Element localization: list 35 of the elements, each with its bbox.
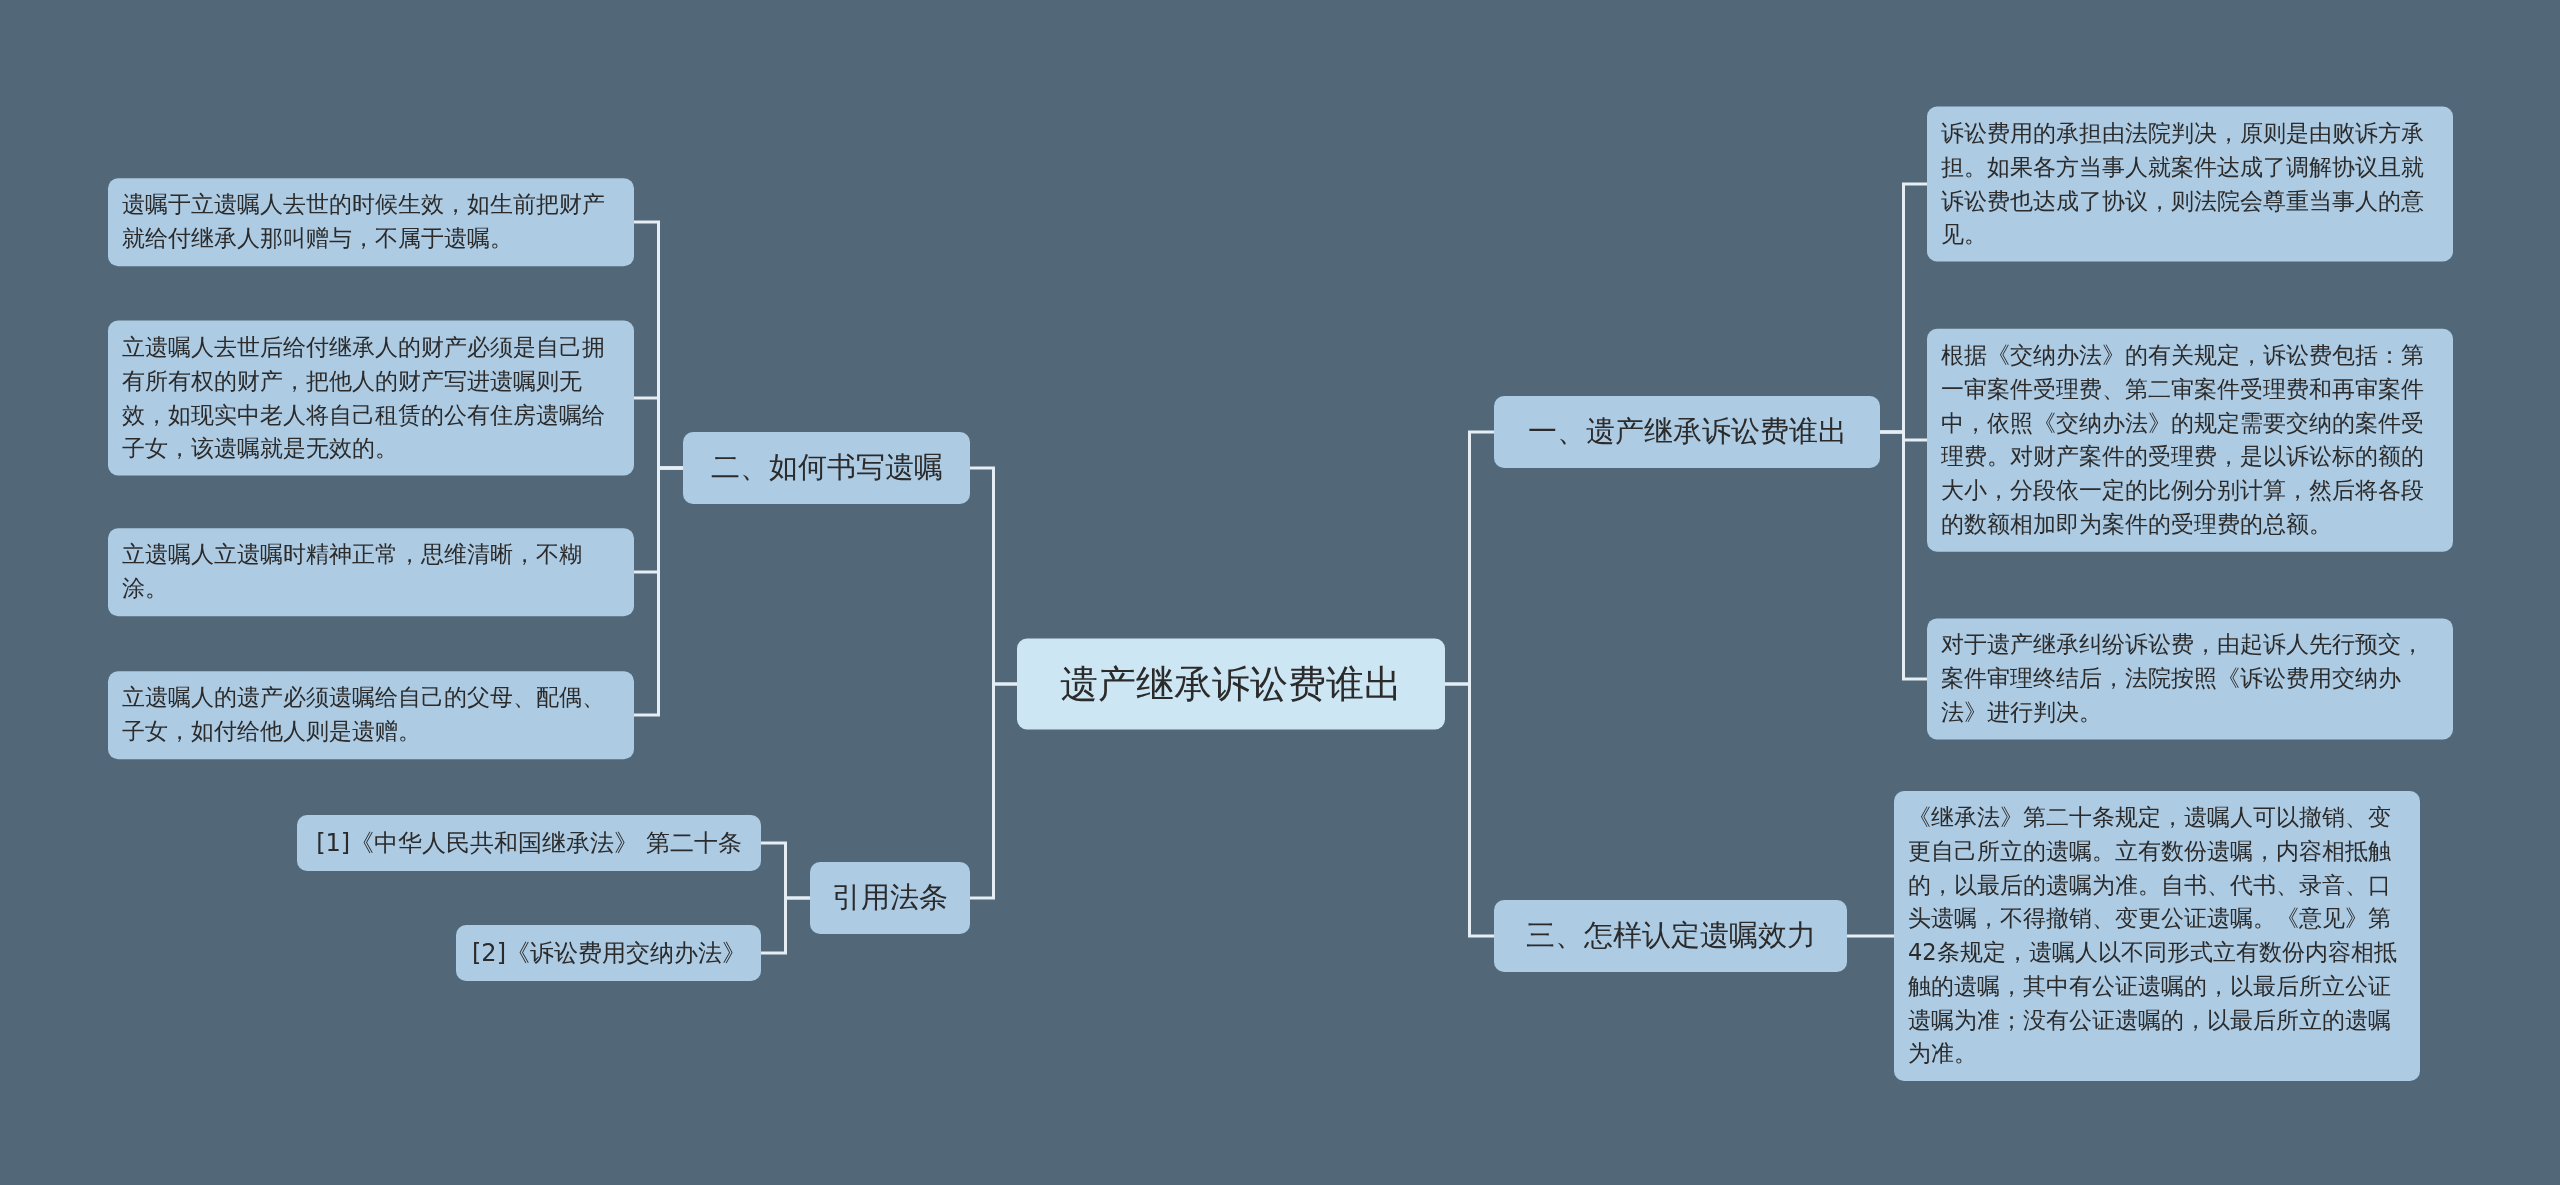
topic-text: 遗嘱于立遗嘱人去世的时候生效，如生前把财产就给付继承人那叫赠与，不属于遗嘱。 [122,190,606,253]
connector-line [1445,682,1494,938]
topic-text: 对于遗产继承纠纷诉讼费，由起诉人先行预交，案件审理终结后，法院按照《诉讼费用交纳办法》进行判决。 [1941,630,2425,727]
note-box [108,320,634,476]
topic-text: 立遗嘱人的遗产必须遗嘱给自己的父母、配偶、子女，如付给他人则是遗赠。 [122,683,606,746]
note-box [108,178,634,266]
topic-text: 一、遗产继承诉讼费谁出 [1526,413,1848,450]
topic-text: 立遗嘱人去世后给付继承人的财产必须是自己拥有所有权的财产，把他人的财产写进遗嘱则无效，如现实中老人将自己租赁的公有住房遗嘱给子女，该遗嘱就是无效的。 [122,332,606,463]
note-box [108,528,634,616]
topic-text: 立遗嘱人立遗嘱时精神正常，思维清晰，不糊涂。 [122,540,583,603]
connector-line [1847,934,1894,938]
topic-text: 遗产继承诉讼费谁出 [1059,660,1403,708]
connector-line [634,466,683,717]
topic-text: 二、如何书写遗嘱 [709,449,944,486]
branch-topic-box [683,432,970,504]
topic-text: 诉讼费用的承担由法院判决，原则是由败诉方承担。如果各方当事人就案件达成了调解协议且就诉讼费也达成了协议，则法院会尊重当事人的意见。 [1941,118,2425,249]
branch-topic-box [1494,900,1847,972]
reference-box [456,925,761,981]
central-topic-box [1017,638,1445,730]
reference-box [297,815,761,871]
branch-topic-box [810,862,970,934]
topic-text: 三、怎样认定遗嘱效力 [1524,917,1817,954]
note-box [1927,618,2453,740]
branch-topic-box [1494,396,1880,468]
topic-text: 根据《交纳办法》的有关规定，诉讼费包括：第一审案件受理费、第二审案件受理费和再审案件中，依照《交纳办法》的规定需要交纳的案件受理费。对财产案件的受理费，是以诉讼标的额的大小，分段依一定的比例分别计算，然后将各段的数额相加即为案件的受理费的总额。 [1941,340,2425,539]
topic-text: [1]《中华人民共和国继承法》 第二十条 [315,828,743,859]
topic-text: 引用法条 [831,879,949,916]
note-box [108,671,634,759]
note-box [1927,106,2453,262]
topic-text: 《继承法》第二十条规定，遗嘱人可以撤销、变更自己所立的遗嘱。立有数份遗嘱，内容相抵触的，以最后的遗嘱为准。自书、代书、录音、口头遗嘱，不得撤销、变更公证遗嘱。《意见》第42条规定，遗嘱人以不同形式立有数份内容相抵触的遗嘱，其中有公证遗嘱的，以最后所立公证遗嘱为准；没有公证遗嘱的，以最后所立的遗嘱为准。 [1908,803,2398,1069]
connector-line [761,896,810,955]
connector-line [1880,430,1927,681]
note-box [1927,328,2453,552]
connector-line [970,682,1017,900]
topic-text: [2]《诉讼费用交纳办法》 [472,938,745,969]
